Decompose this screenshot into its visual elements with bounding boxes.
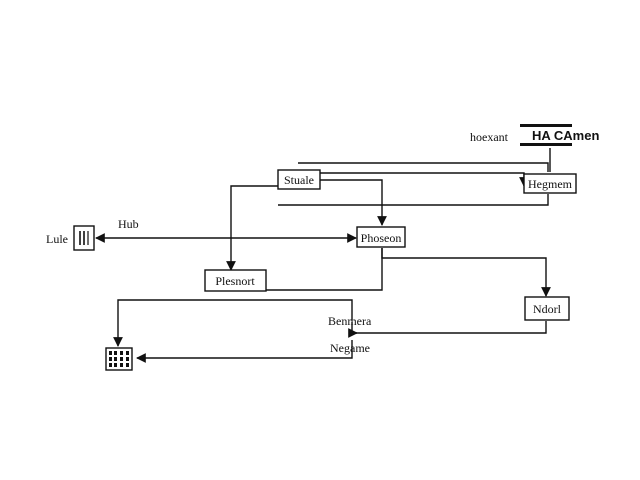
label-hub: Hub xyxy=(118,217,139,231)
connector-phoseon-ndorl xyxy=(381,248,551,297)
node-plesnort-label: Plesnort xyxy=(215,274,255,288)
node-phoseon-label: Phoseon xyxy=(361,231,402,245)
connector-stuale-phoseon xyxy=(318,179,387,226)
label-ha-camen: HA CAmen xyxy=(532,128,599,143)
node-plesnort[interactable]: Plesnort xyxy=(204,269,267,292)
server-grid-icon[interactable] xyxy=(105,347,133,371)
connector-negame-icon xyxy=(136,340,353,363)
connector-stuale-bus xyxy=(278,194,549,206)
label-benmera: Benmera xyxy=(328,314,372,328)
connector-stuale-hegmem-top xyxy=(298,162,549,172)
ha-camen-symbol xyxy=(520,124,572,146)
connector-ndorl-negame xyxy=(352,321,547,334)
node-stuale[interactable]: Stuale xyxy=(277,169,321,190)
node-hegmem[interactable]: Hegmem xyxy=(523,173,577,194)
node-ndorl-label: Ndorl xyxy=(533,302,562,316)
connector-phoseon-plesnort xyxy=(266,248,383,291)
node-stuale-label: Stuale xyxy=(284,173,314,187)
connector-loop-bottom xyxy=(113,299,353,347)
node-hegmem-label: Hegmem xyxy=(528,177,573,191)
label-hoexant: hoexant xyxy=(470,130,509,144)
node-phoseon[interactable]: Phoseon xyxy=(356,226,406,248)
node-ndorl[interactable]: Ndorl xyxy=(524,296,570,321)
label-lule: Lule xyxy=(46,232,68,246)
connector-stuale-plesnort xyxy=(226,185,278,271)
rack-icon[interactable] xyxy=(73,225,95,251)
connectors xyxy=(95,148,551,363)
label-negame: Negame xyxy=(330,341,370,355)
